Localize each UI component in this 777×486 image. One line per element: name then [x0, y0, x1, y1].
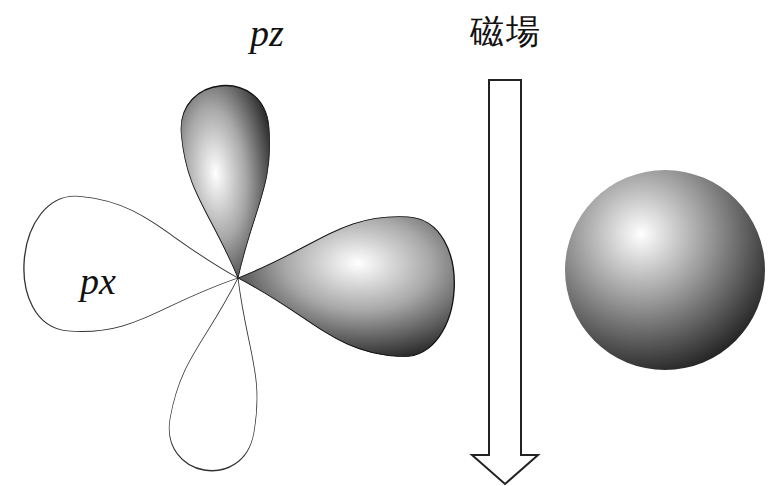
- pz-lobe-top: [177, 82, 281, 282]
- field-arrow: [472, 80, 538, 484]
- pz-lobe-bottom: [162, 271, 280, 478]
- orbital-label: pz: [250, 14, 284, 52]
- s-orbital-sphere: [565, 170, 765, 370]
- orbital-label: px: [80, 262, 116, 300]
- px-lobe-right: [234, 208, 457, 359]
- field-label: 磁場: [470, 14, 542, 48]
